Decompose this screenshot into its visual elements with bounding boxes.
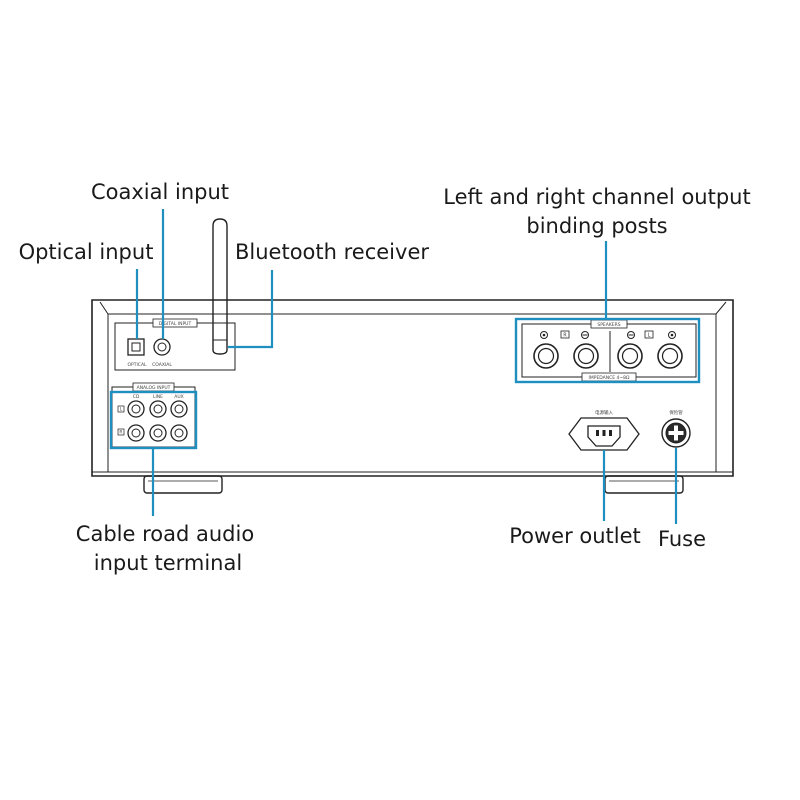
power-inlet[interactable]: 电源输入	[568, 409, 640, 451]
rca-aux-right[interactable]	[170, 424, 188, 442]
analog-col-aux: AUX	[174, 394, 183, 400]
callout-coaxial: Coaxial input	[91, 180, 229, 204]
analog-col-cd: CD	[133, 394, 140, 400]
callout-fuse: Fuse	[658, 527, 706, 551]
fuse-holder-label: 保险管	[669, 409, 683, 416]
bluetooth-antenna	[212, 218, 228, 355]
analog-row-l: L	[120, 407, 123, 413]
speaker-terminal-highlight	[514, 317, 701, 384]
binding-post-left-negative[interactable]	[617, 343, 643, 369]
binding-post-right-negative[interactable]	[573, 343, 599, 369]
binding-post-left-positive[interactable]	[657, 343, 683, 369]
binding-post-right-positive[interactable]	[533, 343, 559, 369]
digital-input-panel: DIGITAL INPUT OPTICAL COAXIAL	[114, 318, 236, 371]
rca-cd-right[interactable]	[127, 424, 145, 442]
analog-col-line: LINE	[153, 394, 163, 400]
speakers-label: SPEAKERS	[597, 322, 620, 328]
power-inlet-label: 电源输入	[595, 409, 613, 416]
foot-left	[143, 475, 223, 494]
speaker-mark-r: R	[563, 333, 567, 339]
callout-bluetooth: Bluetooth receiver	[235, 240, 429, 264]
coaxial-jack[interactable]	[153, 338, 171, 356]
callout-analog-line2: input terminal	[94, 551, 242, 575]
rca-cd-left[interactable]	[127, 400, 145, 418]
digital-input-label: DIGITAL INPUT	[159, 321, 192, 327]
rca-line-left[interactable]	[149, 400, 167, 418]
analog-input-panel: ANALOG INPUT CD LINE AUX L R	[109, 382, 198, 450]
speaker-mark-l: L	[648, 333, 651, 339]
analog-input-label: ANALOG INPUT	[137, 385, 171, 391]
callout-optical: Optical input	[19, 240, 154, 264]
chassis	[91, 299, 734, 494]
optical-jack[interactable]	[127, 338, 145, 356]
callout-analog-line1: Cable road audio	[76, 522, 254, 546]
callout-speaker-line1: Left and right channel output	[443, 185, 750, 209]
fuse-holder[interactable]: 保险管	[661, 409, 691, 448]
analog-row-r: R	[119, 430, 122, 436]
leader-lines	[135, 209, 678, 524]
optical-jack-label: OPTICAL	[127, 362, 147, 368]
callout-labels: Coaxial input Optical input Bluetooth re…	[19, 180, 751, 575]
foot-right	[604, 475, 684, 494]
impedance-label: IMPEDANCE 4~8Ω	[589, 375, 631, 381]
coaxial-jack-label: COAXIAL	[152, 362, 172, 368]
rca-aux-left[interactable]	[170, 400, 188, 418]
callout-speaker-line2: binding posts	[526, 214, 667, 238]
rca-line-right[interactable]	[149, 424, 167, 442]
callout-power: Power outlet	[509, 524, 641, 548]
speaker-terminal-panel: SPEAKERS IMPEDANCE 4~8Ω R L	[514, 317, 701, 384]
